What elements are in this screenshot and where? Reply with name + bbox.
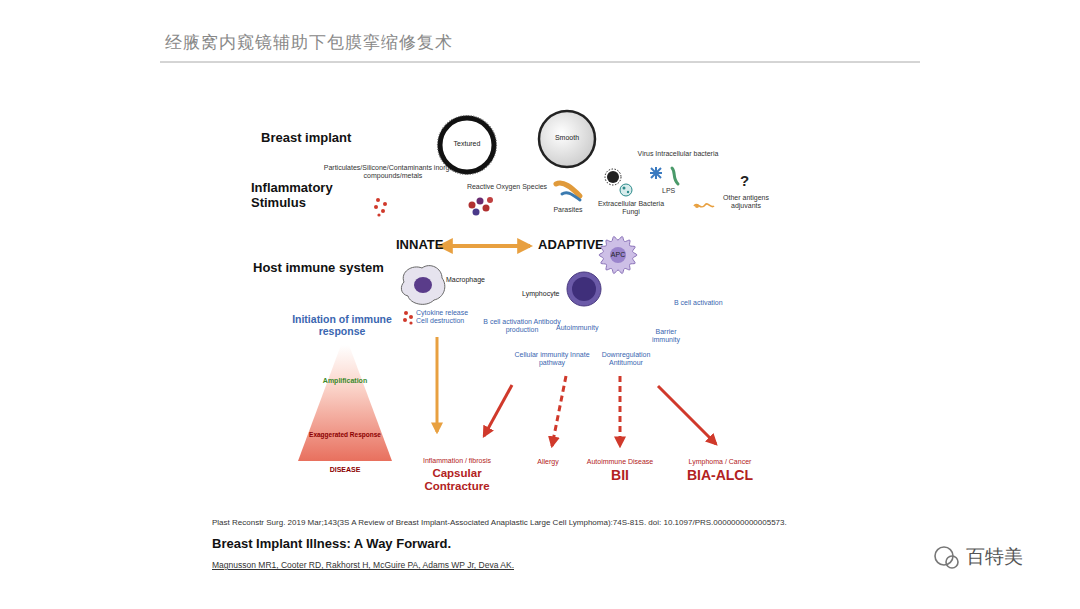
cytokine-dots — [403, 311, 413, 325]
stimulus-label: LPS — [662, 187, 684, 195]
antigen-dot — [695, 204, 699, 208]
title-rule — [160, 62, 920, 63]
stimulus-label: Parasites — [546, 206, 590, 214]
stimulus-label: Extracellular Bacteria Fungi — [592, 200, 670, 216]
response-label: Barrier immunity — [644, 328, 688, 344]
stimulus-label: Other antigens adjuvants — [714, 194, 778, 210]
response-pyramid: AmplificationExaggerated ResponseDISEASE — [296, 345, 394, 480]
watermark-logo — [935, 547, 958, 568]
response-label: Cytokine release Cell destruction — [416, 309, 478, 325]
implant-circle: Textured — [437, 115, 497, 175]
response-label: B cell activation Antibody production — [478, 318, 566, 334]
implant-circle: Smooth — [537, 109, 597, 169]
response-label: B cell activation — [674, 299, 723, 307]
node-label: Macrophage — [446, 276, 485, 284]
node-label: Smooth — [537, 134, 597, 142]
node-outline — [398, 262, 448, 306]
pyramid-stage: Amplification — [296, 377, 394, 385]
outcome-arrow-dashed — [552, 376, 566, 446]
bacteria-icon — [605, 169, 632, 196]
node-label: APC — [599, 251, 637, 259]
outcome-label: Inflammation / fibrosis — [412, 457, 502, 465]
virus-icon — [650, 167, 678, 184]
stimulus-label: Reactive Oxygen Species — [452, 183, 562, 191]
parasite-icon — [556, 183, 580, 200]
outcome-label: Allergy — [526, 458, 570, 466]
outcome-arrow — [484, 385, 512, 436]
row-heading: Breast implant — [261, 131, 351, 146]
row-heading: Host immune system — [253, 261, 384, 276]
node-label: Textured — [437, 140, 497, 148]
innate-arrow — [436, 337, 439, 432]
node-outline — [296, 345, 394, 480]
pyramid-heading: Initiation of immune response — [290, 313, 394, 337]
node-label: Lymphocyte — [522, 290, 559, 298]
outcome-arrow — [658, 386, 716, 444]
outcome-name: BII — [582, 467, 658, 483]
double-arrow — [440, 244, 530, 248]
outcome-arrow-dashed — [619, 376, 622, 446]
response-label: Downregulation Antitumour — [594, 351, 658, 367]
watermark: 百特美 — [966, 546, 1023, 568]
outcome-label: Autoimmune Disease — [582, 458, 658, 466]
outcome-name: Capsular Contracture — [402, 467, 512, 493]
stimulus-label: Particulates/Silicone/Contaminants inorg… — [318, 164, 468, 180]
outcome-label: Lymphoma / Cancer — [676, 458, 764, 466]
stimulus-label: Virus Intracellular bacteria — [636, 150, 720, 158]
row-heading: Inflammatory Stimulus — [251, 181, 351, 211]
slide-title: 经腋窝内窥镜辅助下包膜挛缩修复术 — [165, 33, 453, 53]
macrophage-cell: Macrophage — [398, 262, 448, 306]
lymphocyte-cell: Lymphocyte — [566, 271, 602, 307]
branch-heading: INNATE — [396, 238, 443, 253]
node-outline — [566, 271, 602, 307]
particulates-dots — [374, 198, 387, 217]
response-label: Cellular immunity Innate pathway — [514, 351, 590, 367]
branch-heading: ADAPTIVE — [538, 238, 604, 253]
citation: Plast Reconstr Surg. 2019 Mar;143(3S A R… — [212, 518, 787, 527]
pyramid-stage: DISEASE — [296, 466, 394, 474]
paper-title: Breast Implant Illness: A Way Forward. — [212, 537, 451, 552]
outcome-name: BIA-ALCL — [668, 467, 772, 483]
author-list: Magnusson MR1, Cooter RD, Rakhorst H, Mc… — [212, 561, 514, 571]
ros-icon — [469, 197, 494, 216]
apc-cell: APC — [599, 236, 637, 274]
pyramid-stage: Exaggerated Response — [296, 431, 394, 438]
unknown-mark: ? — [740, 172, 749, 189]
response-label: Autoimmunity — [556, 324, 598, 332]
